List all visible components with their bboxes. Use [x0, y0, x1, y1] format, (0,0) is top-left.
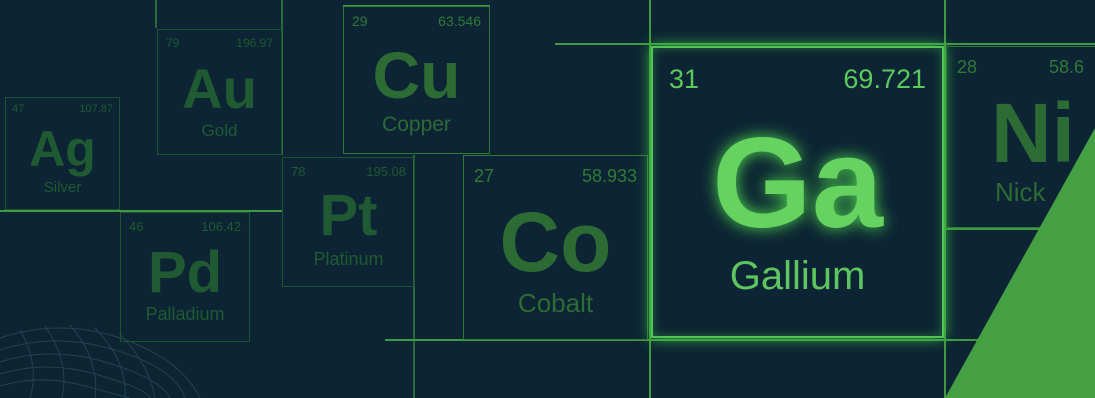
atomic-number: 46	[129, 219, 144, 234]
element-name: Copper	[382, 113, 451, 136]
element-tile-au: 79 196.97 Au Gold	[157, 29, 282, 155]
atomic-mass: 63.546	[438, 13, 481, 29]
atomic-number: 78	[291, 164, 306, 179]
grid-line	[944, 0, 946, 398]
element-name: Cobalt	[517, 288, 594, 318]
atomic-number: 31	[669, 64, 700, 94]
atomic-mass: 69.721	[843, 64, 926, 94]
element-symbol: Pt	[319, 183, 378, 248]
element-tile-pd: 46 106.42 Pd Palladium	[120, 212, 250, 342]
grid-line	[945, 228, 1095, 230]
element-tile-co: 27 58.933 Co Cobalt	[463, 155, 648, 340]
element-symbol: Au	[182, 57, 257, 120]
element-symbol: Co	[499, 195, 612, 289]
atomic-mass: 58.6	[1049, 57, 1085, 77]
element-symbol: Ni	[991, 86, 1075, 180]
grid-line	[343, 5, 490, 7]
element-symbol: Ga	[712, 112, 883, 255]
element-name: Gold	[201, 121, 238, 140]
grid-line	[0, 210, 283, 212]
grid-line	[555, 43, 1095, 45]
atomic-number: 79	[166, 36, 180, 50]
element-tile-pt: 78 195.08 Pt Platinum	[282, 157, 415, 287]
grid-line	[155, 0, 157, 28]
atomic-number: 28	[957, 57, 978, 77]
element-name: Palladium	[145, 304, 225, 324]
atomic-mass: 58.933	[581, 166, 637, 186]
element-symbol: Cu	[372, 38, 461, 112]
grid-line	[385, 339, 1095, 341]
atomic-number: 27	[474, 166, 495, 186]
element-name: Silver	[43, 179, 82, 196]
atomic-mass: 107.87	[79, 103, 113, 115]
element-tile-ag: 47 107.87 Ag Silver	[5, 97, 120, 210]
grid-line	[413, 155, 415, 398]
element-name: Gallium	[729, 254, 866, 298]
atomic-number: 47	[12, 103, 25, 115]
atomic-mass: 106.42	[201, 219, 241, 234]
element-tile-cu: 29 63.546 Cu Copper	[343, 6, 490, 154]
atomic-mass: 196.97	[236, 36, 273, 50]
element-symbol: Pd	[147, 240, 223, 305]
element-name: Platinum	[313, 249, 384, 269]
element-name: Nick	[995, 177, 1046, 207]
atomic-number: 29	[352, 13, 368, 29]
element-tile-ni: 28 58.6 Ni Nick	[946, 46, 1095, 228]
grid-line	[649, 0, 651, 398]
atomic-mass: 195.08	[366, 164, 406, 179]
element-symbol: Ag	[29, 121, 96, 177]
element-tile-ga: 31 69.721 Ga Gallium	[651, 46, 944, 338]
